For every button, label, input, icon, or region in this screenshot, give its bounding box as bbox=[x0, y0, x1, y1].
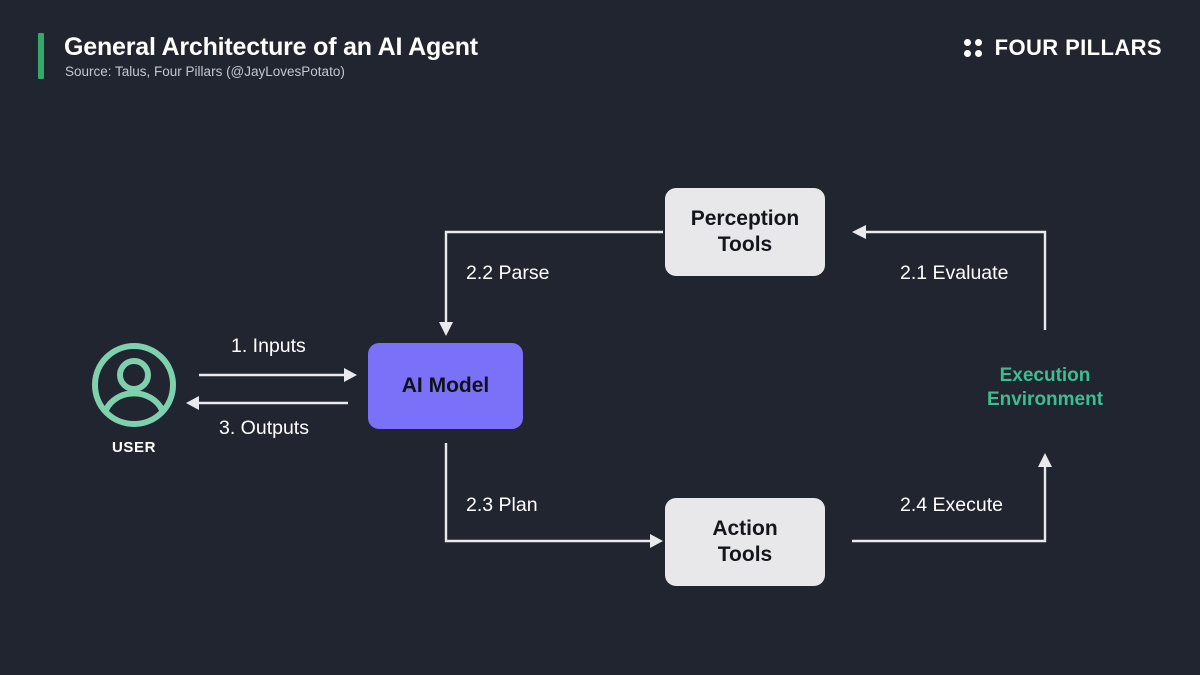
node-execution-environment: Execution Environment bbox=[955, 364, 1135, 413]
node-ai-model-label: AI Model bbox=[401, 374, 490, 398]
node-action-tools-label: Action Tools bbox=[712, 516, 777, 567]
edge-label-inputs: 1. Inputs bbox=[231, 335, 306, 357]
title-accent-bar bbox=[38, 33, 44, 79]
brand-name: FOUR PILLARS bbox=[994, 35, 1162, 60]
edge-label-evaluate: 2.1 Evaluate bbox=[900, 262, 1009, 284]
edge-label-parse: 2.2 Parse bbox=[466, 262, 550, 284]
node-action-tools-label-line2: Tools bbox=[717, 543, 773, 566]
page-title: General Architecture of an AI Agent bbox=[64, 33, 478, 61]
node-action-tools[interactable]: Action Tools bbox=[665, 498, 825, 586]
node-perception-tools-label-line1: Perception bbox=[690, 207, 800, 231]
edge-label-execute: 2.4 Execute bbox=[900, 494, 1003, 516]
node-user-label: USER bbox=[111, 439, 157, 456]
node-user[interactable]: USER bbox=[88, 340, 180, 456]
brand-logo: FOUR PILLARS bbox=[963, 35, 1162, 61]
edge-label-outputs: 3. Outputs bbox=[219, 417, 309, 439]
user-avatar-icon bbox=[92, 343, 176, 427]
edge-outputs-arrow bbox=[186, 396, 348, 410]
node-ai-model[interactable]: AI Model bbox=[368, 343, 523, 429]
node-action-tools-label-line1: Action bbox=[712, 517, 778, 541]
node-execution-environment-label-line1: Execution bbox=[999, 365, 1091, 386]
four-dots-icon bbox=[963, 39, 982, 57]
node-perception-tools[interactable]: Perception Tools bbox=[665, 188, 825, 276]
source-caption: Source: Talus, Four Pillars (@JayLovesPo… bbox=[65, 64, 345, 79]
edge-label-plan: 2.3 Plan bbox=[466, 494, 538, 516]
node-execution-environment-label-line2: Environment bbox=[986, 389, 1104, 411]
node-perception-tools-label-line2: Tools bbox=[717, 233, 773, 256]
edge-inputs-arrow bbox=[199, 368, 357, 382]
node-perception-tools-label: Perception Tools bbox=[691, 206, 800, 257]
